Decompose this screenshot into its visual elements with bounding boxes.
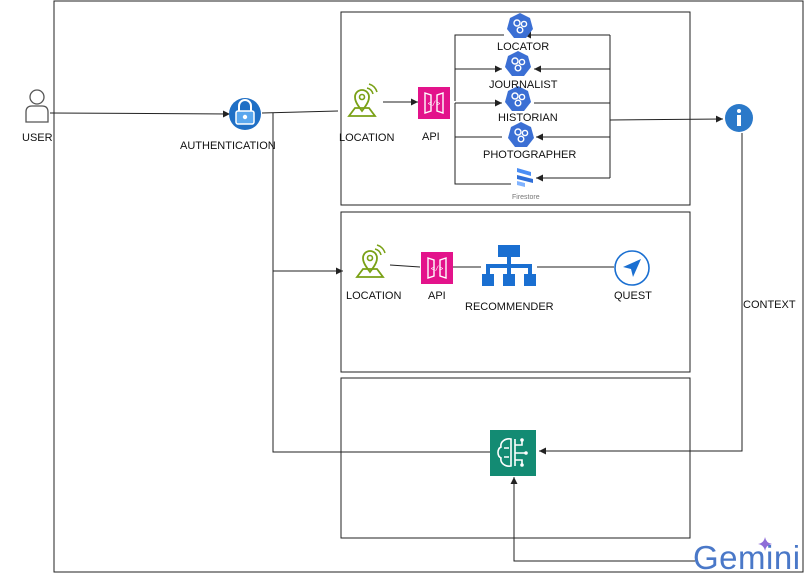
gemini-wordmark: Gemini [693,539,801,576]
location-mid-label: LOCATION [346,290,402,302]
historian-label: HISTORIAN [498,112,558,124]
journalist-label: JOURNALIST [489,79,558,91]
authentication-label: AUTHENTICATION [180,140,276,152]
map-pin-icon [348,83,378,117]
locator-agent-icon [506,12,534,39]
journalist-agent-icon [504,50,532,77]
info-icon [725,104,753,132]
api-gateway-icon [417,86,451,120]
context-label: CONTEXT [743,299,796,311]
compass-navigation-icon [614,250,650,286]
photographer-agent-icon [507,121,535,148]
connectors [49,31,743,562]
api-mid-label: API [428,290,446,302]
outer-frame [53,0,804,573]
photographer-label: PHOTOGRAPHER [483,149,577,161]
api-gateway-icon-mid [420,251,454,285]
recommender-label: RECOMMENDER [465,301,554,313]
location-top-label: LOCATION [339,132,395,144]
padlock-icon [229,98,261,130]
top-panel [340,11,691,206]
api-top-label: API [422,131,440,143]
user-label: USER [22,132,53,144]
firestore-icon [517,168,533,187]
middle-panel [340,211,691,373]
locator-label: LOCATOR [497,41,550,53]
quest-label: QUEST [614,290,652,302]
map-pin-icon-mid [356,244,386,278]
brain-circuit-icon [490,430,536,476]
hierarchy-icon [482,245,536,286]
person-icon [25,89,49,123]
firestore-label: Firestore [512,194,540,201]
bottom-panel [340,377,691,539]
sparkle-icon [758,537,772,551]
